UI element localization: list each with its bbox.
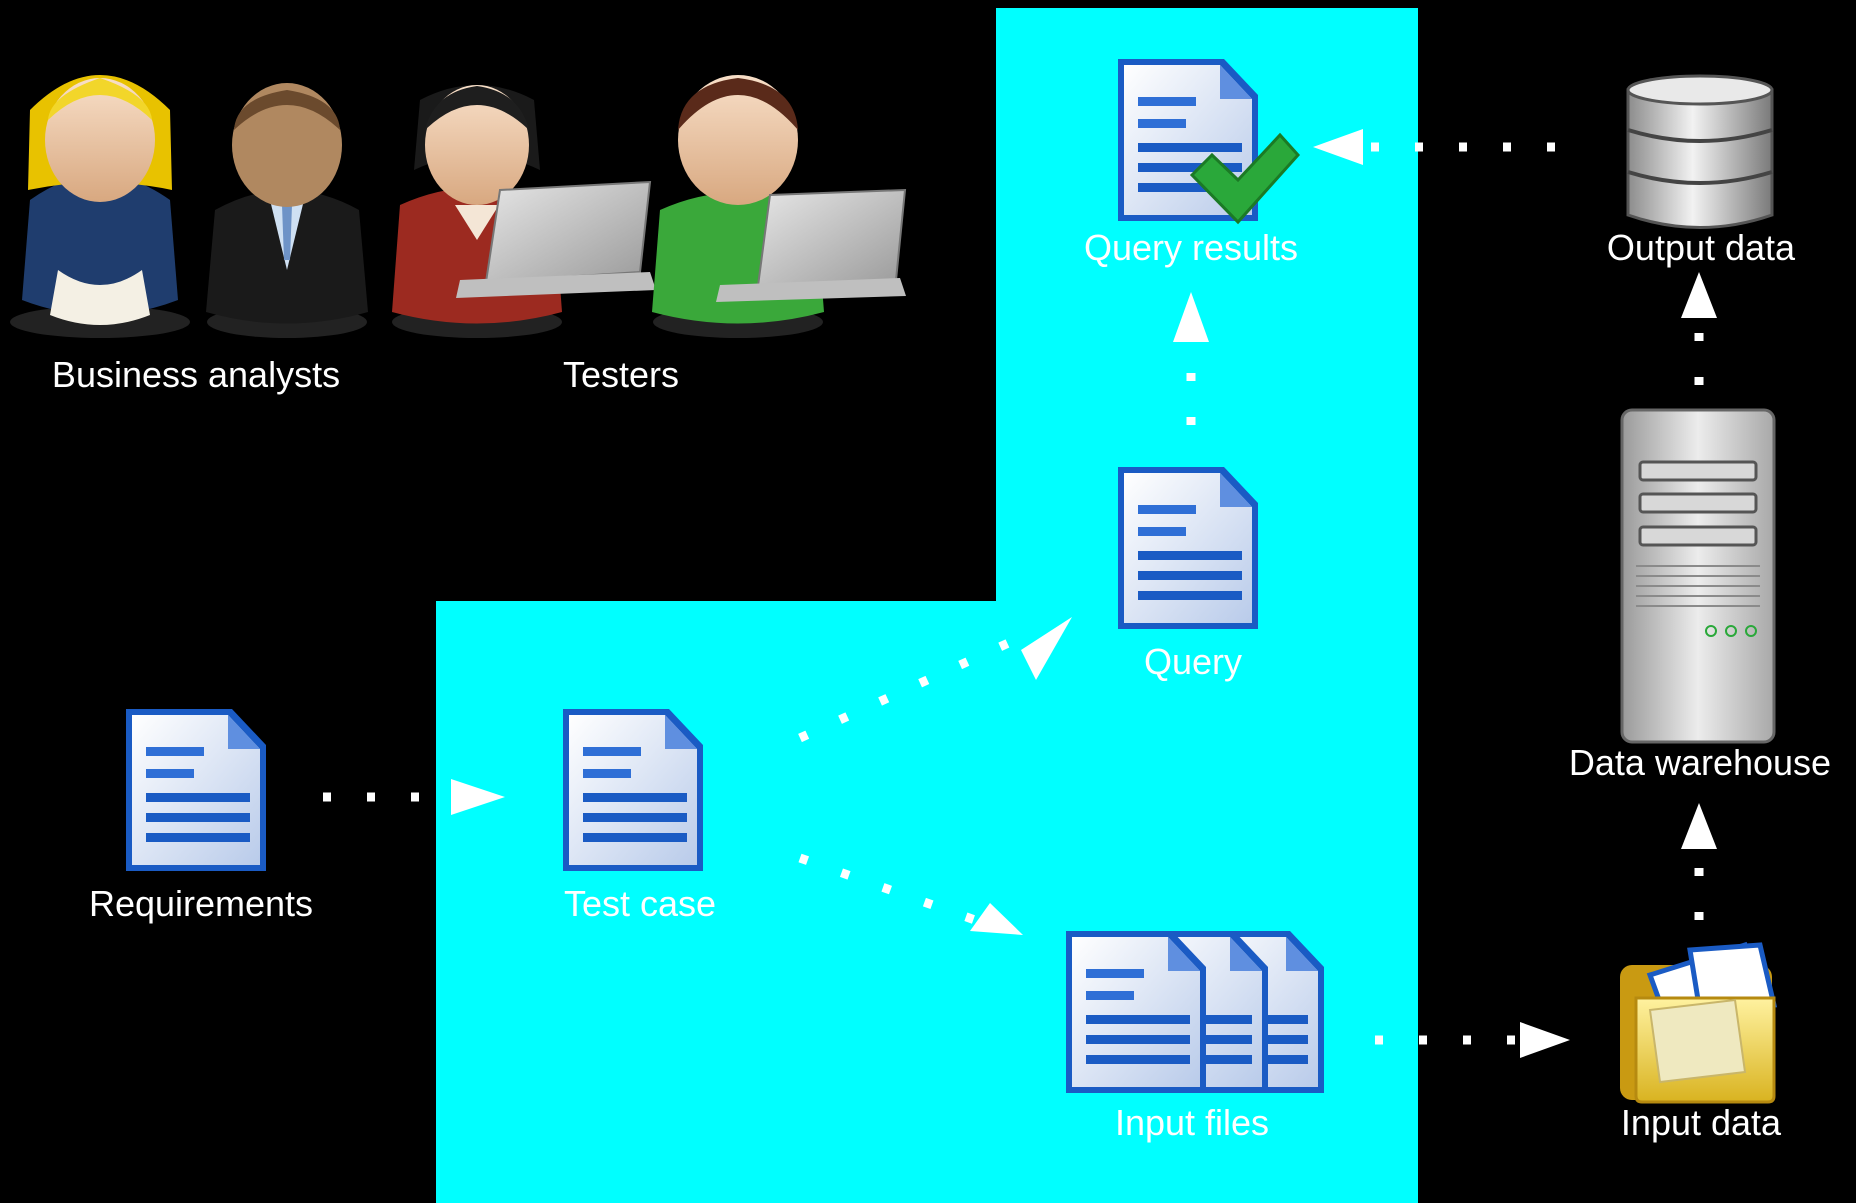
test-case-label: Test case (563, 883, 717, 924)
documents-stack-icon (1066, 931, 1324, 1093)
testers-label: Testers (562, 354, 680, 395)
arrow-head (1681, 803, 1717, 849)
output-data-label: Output data (1606, 227, 1796, 268)
requirements-label: Requirements (88, 883, 314, 924)
input-files-label: Input files (1114, 1102, 1270, 1143)
tester-1 (392, 85, 656, 338)
arrow-head (1313, 129, 1363, 165)
business-analysts-label: Business analysts (51, 354, 341, 395)
arrow-head (1021, 617, 1072, 680)
arrow-head (1173, 292, 1209, 342)
folder-icon (1620, 941, 1778, 1104)
arrow-test-case-to-input-files (798, 853, 977, 925)
arrow-head (451, 779, 505, 815)
test-region (436, 8, 1418, 1203)
document-check-icon (1118, 59, 1301, 225)
arrow-head (1681, 272, 1717, 318)
server-icon (1620, 408, 1776, 744)
database-icon (1626, 74, 1774, 229)
data-warehouse-label: Data warehouse (1568, 742, 1832, 783)
document-icon (563, 709, 703, 871)
tester-2 (652, 75, 907, 338)
query-results-label: Query results (1083, 227, 1299, 268)
arrow-head (970, 903, 1023, 935)
business-analyst-2 (206, 83, 368, 338)
arrow-head (1520, 1022, 1570, 1058)
query-label: Query (1143, 641, 1243, 682)
document-icon (1118, 467, 1258, 629)
business-analyst-1 (10, 75, 190, 338)
document-icon (126, 709, 266, 871)
input-data-label: Input data (1620, 1102, 1782, 1143)
